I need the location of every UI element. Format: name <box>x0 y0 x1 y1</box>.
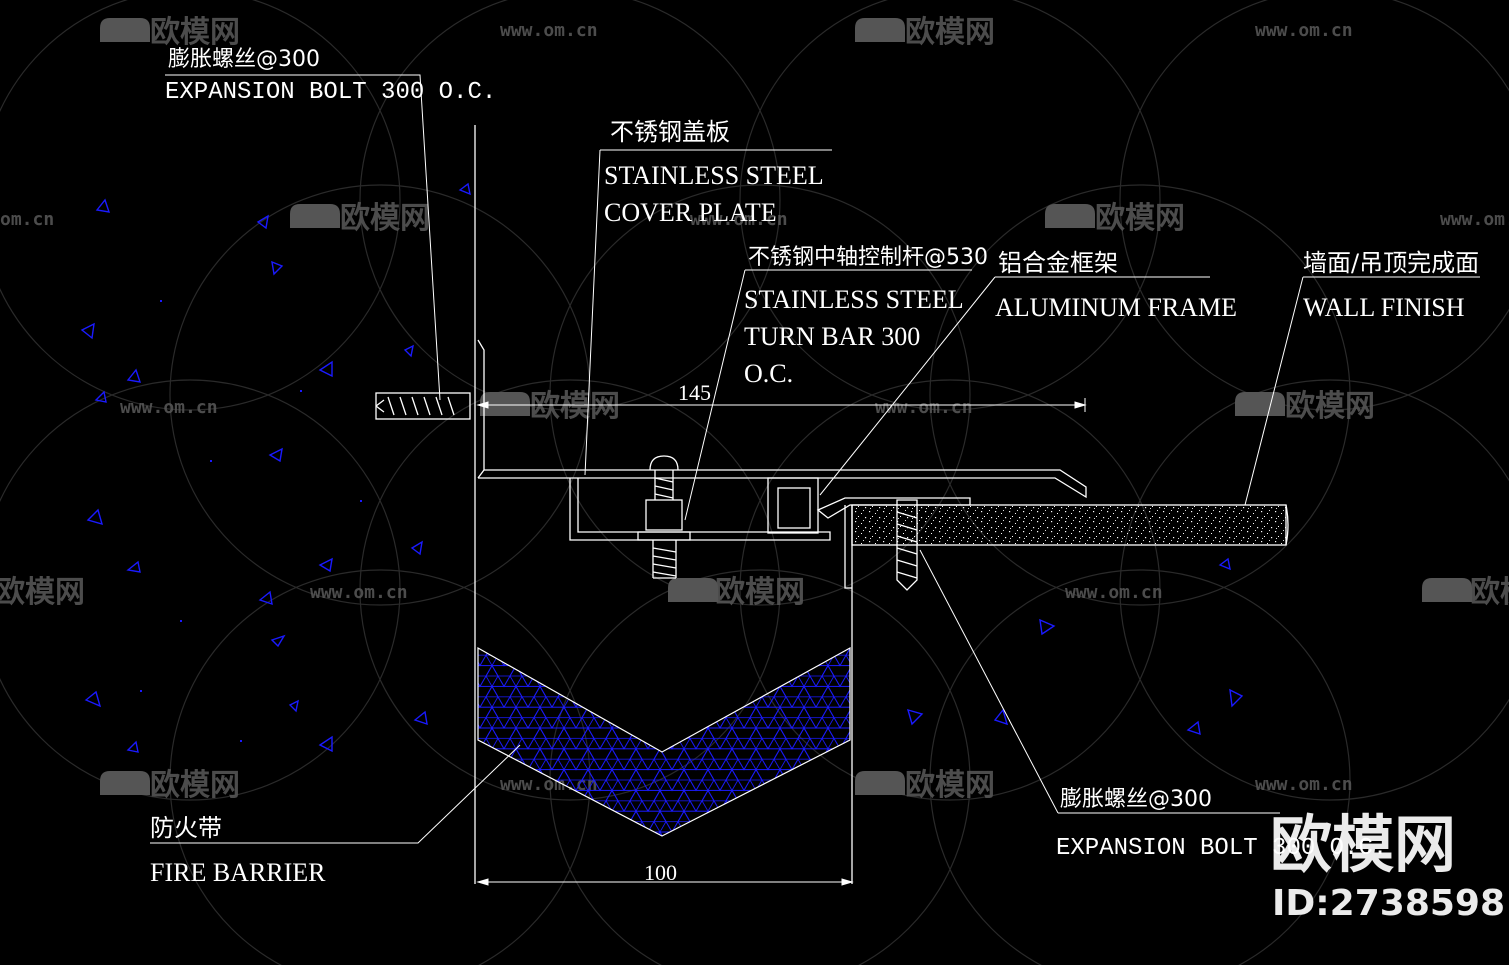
brand-watermark-block: 欧模网 ID:2738598 <box>1270 808 1505 924</box>
cover-plate-inner <box>477 469 485 479</box>
watermark-url-short: om.cn <box>0 209 54 230</box>
top-expansion-bolt <box>375 392 471 420</box>
label-fire-barrier-en: FIRE BARRIER <box>150 858 326 887</box>
watermark-url: www.om.cn <box>690 209 788 230</box>
sofa-icon <box>1045 204 1095 228</box>
leader-lines <box>150 74 1480 844</box>
wall-finish-break <box>1285 504 1289 546</box>
watermark-brand: 欧模网 <box>1470 575 1509 610</box>
top-expansion-bolt-thread <box>387 396 455 416</box>
sofa-icon <box>1235 392 1285 416</box>
label-cover-plate-cn: 不锈钢盖板 <box>610 118 730 146</box>
watermark-brand: 欧模网 <box>715 575 805 610</box>
aluminum-frame-inner <box>777 487 811 529</box>
label-wall-finish-en: WALL FINISH <box>1303 293 1465 322</box>
label-cover-plate-en-1: STAINLESS STEEL <box>604 161 824 190</box>
watermark-url: www.om.cn <box>1065 582 1163 603</box>
watermark-brand: 欧模网 <box>340 201 430 236</box>
label-aluminum-frame-cn: 铝合金框架 <box>998 249 1118 277</box>
label-turn-bar-en-2: TURN BAR 300 <box>744 322 920 351</box>
watermark-brand: 欧模网 <box>1095 201 1185 236</box>
brand-watermark-large: 欧模网 <box>1270 808 1456 881</box>
sofa-icon <box>290 204 340 228</box>
turn-bar-head <box>649 455 679 471</box>
sofa-icon <box>1422 578 1472 602</box>
joint-detail-geometry <box>375 125 1289 884</box>
label-cover-plate-en-2: COVER PLATE <box>604 198 777 227</box>
concrete-aggregate-dots <box>140 300 362 742</box>
label-turn-bar-en-3: O.C. <box>744 359 793 388</box>
watermark-url: www.om.cn <box>1255 774 1353 795</box>
label-expansion-bolt-top-cn: 膨胀螺丝@300 <box>168 47 320 72</box>
watermark-brand: 欧模网 <box>0 575 85 610</box>
wall-finish-panel <box>851 504 1287 546</box>
fire-barrier-hatch <box>477 646 851 837</box>
label-expansion-bolt-top-en: EXPANSION BOLT 300 O.C. <box>165 79 496 106</box>
watermark-url: www.om.cn <box>120 397 218 418</box>
fire-barrier <box>477 646 851 837</box>
watermark-brand: 欧模网 <box>530 389 620 424</box>
bracket-channel <box>569 478 831 541</box>
turn-bar-thread <box>654 477 674 499</box>
watermark-url: www.om.cn <box>875 397 973 418</box>
cover-plate <box>477 339 1087 499</box>
aluminum-frame-leg <box>844 505 852 589</box>
label-expansion-bolt-bottom-en: EXPANSION BOLT 300 O.C. <box>1056 835 1387 862</box>
watermark-brand: 欧模网 <box>150 15 240 50</box>
watermark-url: www.om.cn <box>1255 20 1353 41</box>
sofa-icon <box>100 18 150 42</box>
watermark-logo-icons <box>100 18 1472 795</box>
sofa-icon <box>480 392 530 416</box>
label-turn-bar-en-1: STAINLESS STEEL <box>744 285 964 314</box>
label-fire-barrier-cn: 防火带 <box>150 814 222 842</box>
watermark-url: www.om.cn <box>310 582 408 603</box>
dimension-bottom-width: 100 <box>644 860 677 885</box>
turn-bar-washer <box>637 531 691 541</box>
watermark-brand: 欧模网 <box>905 768 995 803</box>
watermark-id-label: ID:2738598 <box>1272 883 1505 924</box>
watermark-brand: 欧模网 <box>150 768 240 803</box>
bottom-expansion-bolt <box>896 499 918 591</box>
dimension-top-width: 145 <box>678 380 711 405</box>
sofa-icon <box>668 578 718 602</box>
turn-bar-shank-thread <box>652 547 677 577</box>
watermark-brand: 欧模网 <box>905 15 995 50</box>
label-expansion-bolt-bottom-cn: 膨胀螺丝@300 <box>1060 787 1212 812</box>
concrete-aggregate-hatch <box>80 182 1244 753</box>
annotations: 膨胀螺丝@300 EXPANSION BOLT 300 O.C. 不锈钢盖板 S… <box>150 47 1479 887</box>
label-turn-bar-cn: 不锈钢中轴控制杆@530 <box>748 245 988 270</box>
sofa-icon <box>100 771 150 795</box>
watermark-url: www.om.cn <box>500 20 598 41</box>
sofa-icon <box>855 771 905 795</box>
turn-bar-stem <box>654 470 674 500</box>
watermark-texts: 欧模网 欧模网 www.om.cn www.om.cn om.cn 欧模网 ww… <box>0 15 1509 803</box>
top-expansion-bolt-tip <box>375 399 385 413</box>
label-wall-finish-cn: 墙面/吊顶完成面 <box>1303 249 1479 277</box>
dimension-lines <box>476 398 1087 886</box>
turn-bar-shank <box>652 540 677 579</box>
sofa-icon <box>855 18 905 42</box>
turn-bar-nut <box>645 499 683 531</box>
watermark-url: www.om.cn <box>1440 209 1509 230</box>
watermark-brand: 欧模网 <box>1285 389 1375 424</box>
bottom-expansion-bolt-thread <box>896 511 918 579</box>
label-aluminum-frame-en: ALUMINUM FRAME <box>995 293 1237 322</box>
aluminum-frame-outer <box>767 477 819 534</box>
